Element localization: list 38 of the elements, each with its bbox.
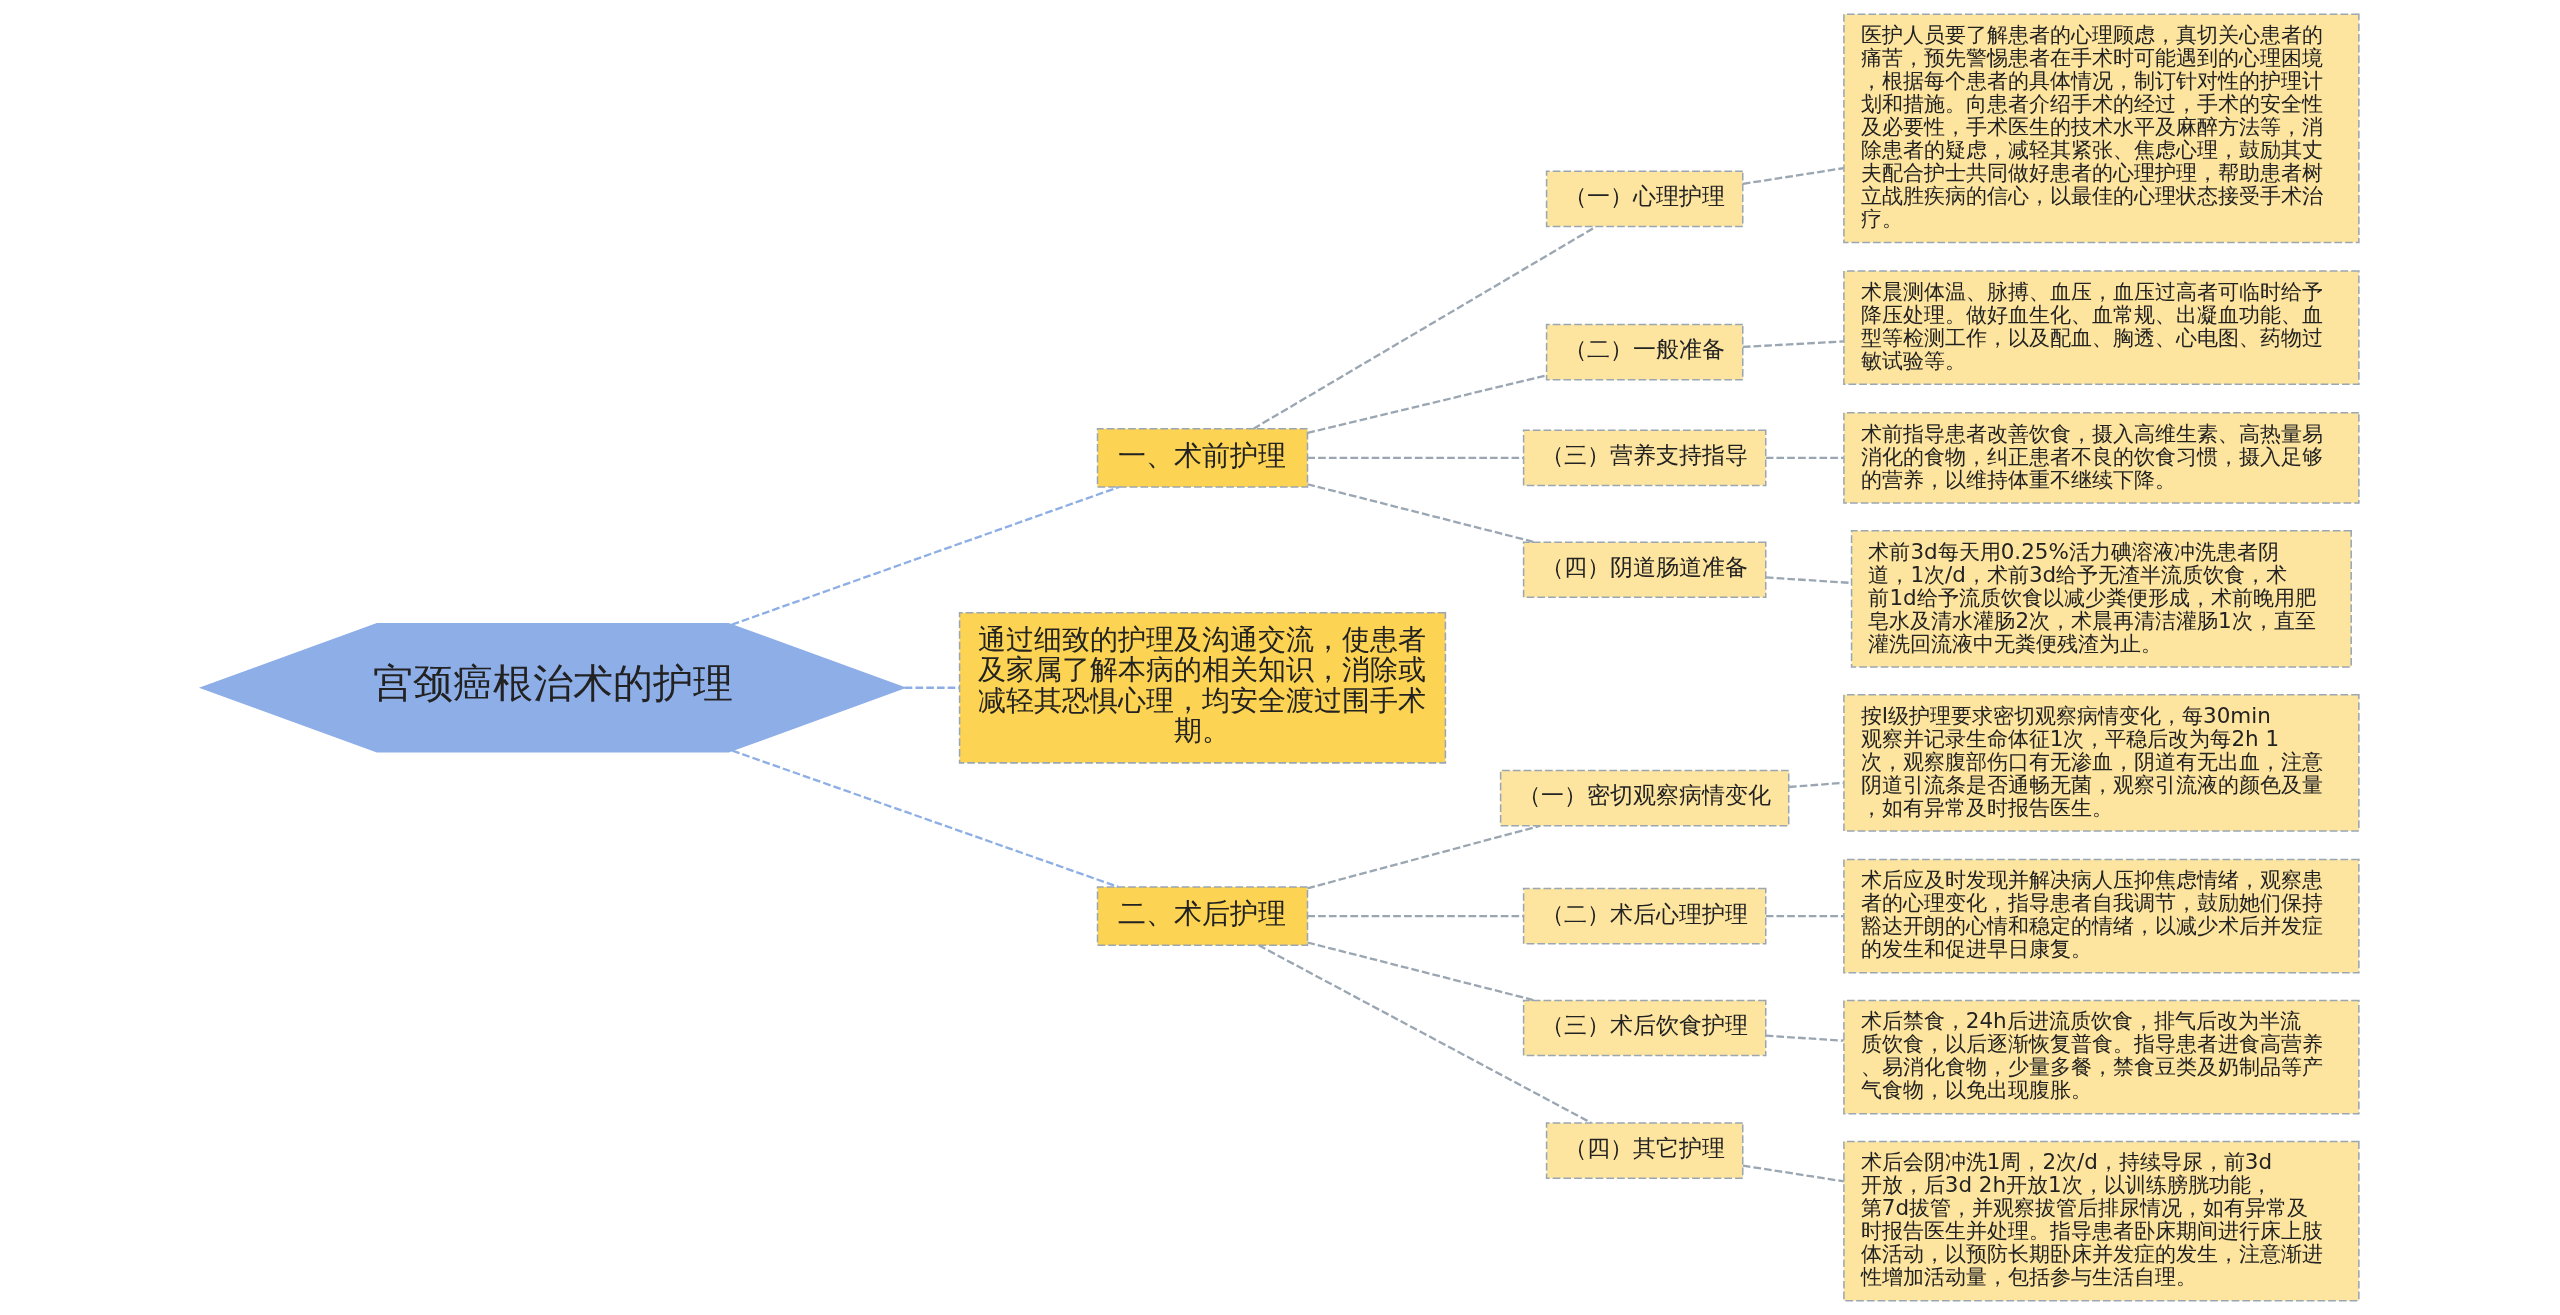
connector [1742,340,1844,349]
node-box: 术晨测体温、脉搏、血压，血压过高者可临时给予降压处理。做好血生化、血常规、出凝血功能、血型等检测工作，以及配血、胸透、心电图、药物过敏试验等。 [1843,270,2360,386]
node-box: 术前指导患者改善饮食，摄入高维生素、高热量易消化的食物，纠正患者不良的饮食习惯，摄入足够的营养，以维持体重不继续下降。 [1843,411,2360,504]
node-box: （一）心理护理 [1545,170,1744,228]
node-box: 二、术后护理 [1096,886,1309,946]
connector [1742,1164,1844,1183]
node-box: 术后禁食，24h后进流质饮食，排气后改为半流质饮食，以后逐渐恢复普食。指导患者进食高营养、易消化食物，少量多餐，禁食豆类及奶制品等产气食物，以免出现腹胀。 [1843,999,2360,1115]
node-box: （四）其它护理 [1545,1122,1744,1179]
connector [1307,824,1541,890]
node-box: （二）术后心理护理 [1522,887,1767,945]
connector [904,686,960,689]
connector [1307,374,1547,435]
node-box: （二）一般准备 [1545,323,1744,381]
node-box: 术后会阴冲洗1周，2次/d，持续导尿，前3d开放，后3d 2h开放1次，以训练膀胱功能，第7d拔管，并观察拔管后排尿情况，如有异常及时报告医生并处理。指导患者卧床期间进行床上肢体活动，以预防长期卧床并发症的发生，注意渐进性增加活动量，包括参与生活自理。 [1843,1140,2360,1302]
node-box: （三）营养支持指导 [1522,429,1767,487]
connector [1258,944,1592,1124]
node-box: （一）密切观察病情变化 [1499,769,1790,827]
connector [1766,915,1844,918]
connector [1789,781,1844,789]
connector [1307,941,1535,1002]
node-box: 术后应及时发现并解决病人压抑焦虑情绪，观察患者的心理变化，指导患者自我调节，鼓励她们保持豁达开朗的心情和稳定的情绪，以减少术后并发症的发生和促进早日康复。 [1843,858,2360,974]
connector [731,749,1119,888]
node-box: 通过细致的护理及沟通交流，使患者及家属了解本病的相关知识，消除或减轻其恐惧心理，均安全渡过围手术期。 [958,611,1447,764]
connector [1307,915,1524,918]
node-box: （三）术后饮食护理 [1522,999,1767,1057]
connector [1307,456,1524,460]
connector [1765,576,1852,585]
node-box: 术前3d每天用0.25%活力碘溶液冲洗患者阴道，1次/d，术前3d给予无渣半流质饮食，术前1d给予流质饮食以减少粪便形成，术前晚用肥皂水及清水灌肠2次，术晨再清洁灌肠1次，直至灌洗回流液中无粪便残渣为止。 [1850,529,2352,668]
connector [1252,225,1597,430]
connector [1307,483,1535,544]
node-box: 按Ⅰ级护理要求密切观察病情变化，每30min观察并记录生命体征1次，平稳后改为每2h 1次，观察腹部伤口有无渗血，阴道有无出血，注意阴道引流条是否通畅无菌，观察引流液的颜色及量，如有异常及时报告医生。 [1843,693,2360,832]
node-box: 一、术前护理 [1096,428,1309,488]
connector [1765,1034,1844,1042]
connector [1766,456,1844,460]
connector [731,485,1120,626]
node-box: （四）阴道肠道准备 [1522,541,1767,599]
node-box: 医护人员要了解患者的心理顾虑，真切关心患者的痛苦，预先警惕患者在手术时可能遇到的心理困境，根据每个患者的具体情况，制订针对性的护理计划和措施。向患者介绍手术的经过，手术的安全性及必要性，手术医生的技术水平及麻醉方法等，消除患者的疑虑，减轻其紧张、焦虑心理，鼓励其丈夫配合护士共同做好患者的心理护理，帮助患者树立战胜疾病的信心，以最佳的心理状态接受手术治疗。 [1843,13,2360,244]
connector [1742,167,1844,185]
